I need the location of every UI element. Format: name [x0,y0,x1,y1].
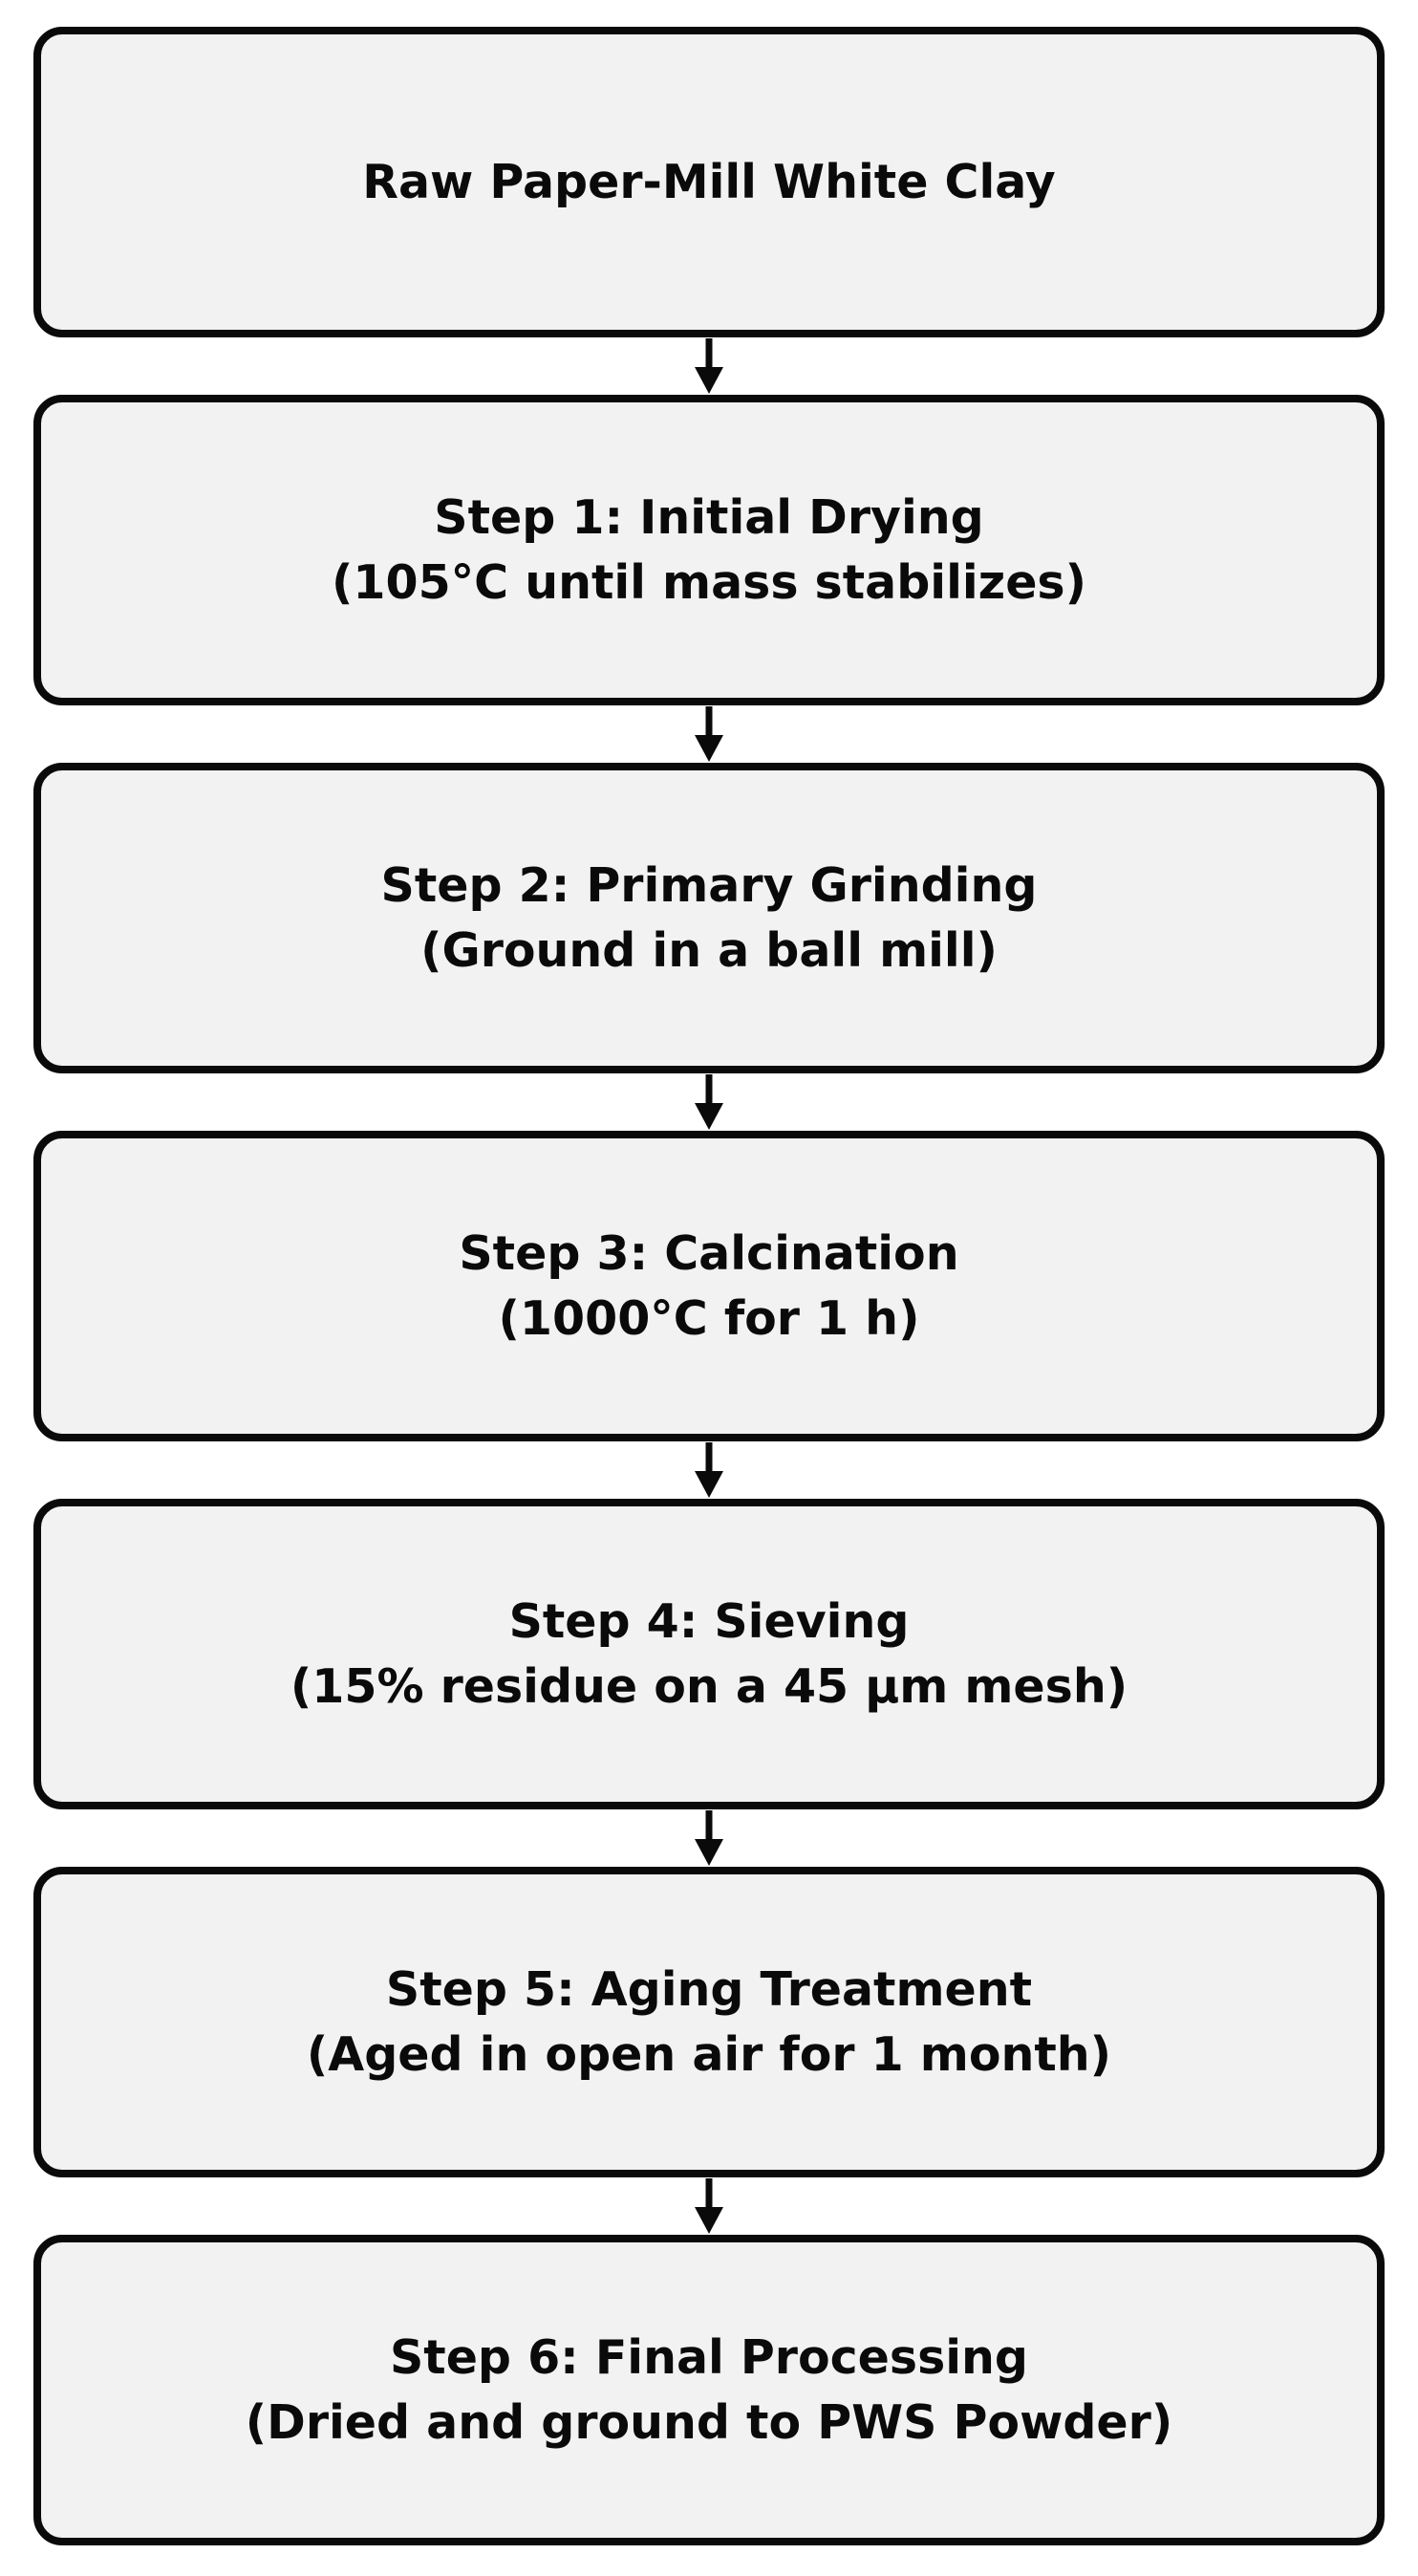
connector [691,705,727,763]
down-arrow-icon [695,706,723,762]
node-title: Step 4: Sieving [508,1593,910,1649]
node-subtitle: (Aged in open air for 1 month) [306,2026,1112,2082]
connector [691,1073,727,1131]
connector [691,1441,727,1499]
node-subtitle: (105°C until mass stabilizes) [332,554,1086,610]
flow-node-step-5: Step 5: Aging Treatment (Aged in open ai… [33,1867,1385,2177]
node-title: Step 2: Primary Grinding [380,857,1038,913]
node-title: Step 6: Final Processing [389,2329,1028,2385]
connector [691,337,727,395]
node-title: Step 1: Initial Drying [434,489,984,545]
down-arrow-icon [695,338,723,394]
node-subtitle: (Dried and ground to PWS Powder) [245,2394,1173,2450]
flow-node-step-1: Step 1: Initial Drying (105°C until mass… [33,395,1385,705]
node-title: Step 5: Aging Treatment [385,1961,1033,2017]
flow-node-step-6: Step 6: Final Processing (Dried and grou… [33,2235,1385,2545]
node-subtitle: (Ground in a ball mill) [420,922,998,978]
down-arrow-icon [695,1810,723,1866]
down-arrow-icon [695,1074,723,1130]
flow-node-step-3: Step 3: Calcination (1000°C for 1 h) [33,1131,1385,1441]
flow-node-step-4: Step 4: Sieving (15% residue on a 45 µm … [33,1499,1385,1809]
node-title: Raw Paper-Mill White Clay [362,154,1056,209]
connector [691,2177,727,2235]
down-arrow-icon [695,1442,723,1498]
down-arrow-icon [695,2178,723,2234]
connector [691,1809,727,1867]
flow-node-step-2: Step 2: Primary Grinding (Ground in a ba… [33,763,1385,1073]
node-subtitle: (1000°C for 1 h) [498,1290,920,1346]
node-title: Step 3: Calcination [459,1225,959,1281]
flow-node-raw-material: Raw Paper-Mill White Clay [33,27,1385,337]
node-subtitle: (15% residue on a 45 µm mesh) [290,1658,1128,1714]
